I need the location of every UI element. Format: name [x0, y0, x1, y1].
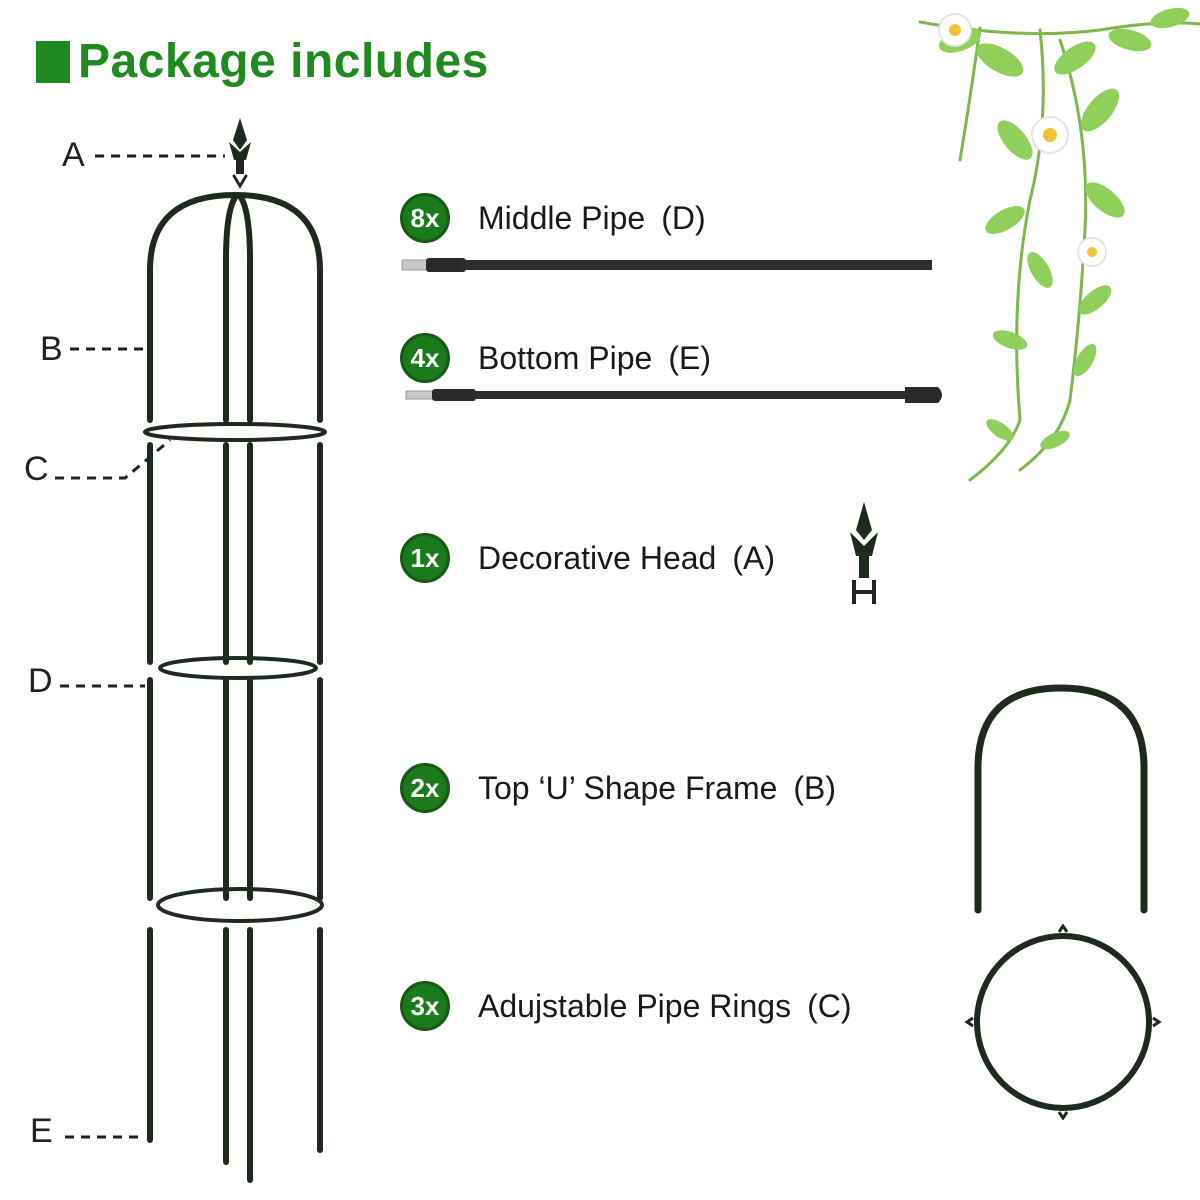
callout-d: D [28, 662, 53, 700]
item-name: Bottom Pipe [478, 339, 653, 376]
flower-vine-illustration [918, 7, 1200, 482]
callout-b: B [40, 330, 63, 368]
item-code: (A) [732, 539, 775, 576]
item-name: Adujstable Pipe Rings [478, 987, 792, 1024]
u-frame-icon [974, 684, 1148, 914]
list-item-bottom-pipe: 4x Bottom Pipe (E) [400, 333, 711, 383]
qty-badge: 3x [400, 981, 450, 1031]
header: Package includes [36, 34, 489, 89]
item-name: Top ‘U’ Shape Frame [478, 769, 778, 806]
item-name: Decorative Head [478, 539, 717, 576]
item-code: (E) [668, 339, 711, 376]
item-code: (B) [793, 769, 837, 806]
item-name: Middle Pipe [478, 199, 646, 236]
page-title: Package includes [78, 35, 489, 88]
trellis-assembly-diagram [55, 118, 327, 1183]
finial-icon [850, 502, 878, 604]
list-item-pipe-rings: 3x Adujstable Pipe Rings (C) [400, 981, 852, 1031]
finial-top [229, 118, 251, 189]
callout-c: C [24, 450, 49, 488]
list-item-middle-pipe: 8x Middle Pipe (D) [400, 193, 706, 243]
callout-a: A [62, 136, 85, 174]
qty-badge: 2x [400, 763, 450, 813]
qty-badge: 1x [400, 533, 450, 583]
pipe-icon [401, 258, 932, 272]
item-code: (D) [661, 199, 706, 236]
header-accent-square [36, 40, 70, 83]
qty-badge: 4x [400, 333, 450, 383]
item-code: (C) [807, 987, 852, 1024]
ring-icon [964, 924, 1162, 1120]
callout-e: E [30, 1112, 53, 1150]
bottom-pipe-icon [405, 387, 942, 403]
qty-badge: 8x [400, 193, 450, 243]
list-item-decorative-head: 1x Decorative Head (A) [400, 533, 775, 583]
list-item-u-frame: 2x Top ‘U’ Shape Frame (B) [400, 763, 837, 813]
